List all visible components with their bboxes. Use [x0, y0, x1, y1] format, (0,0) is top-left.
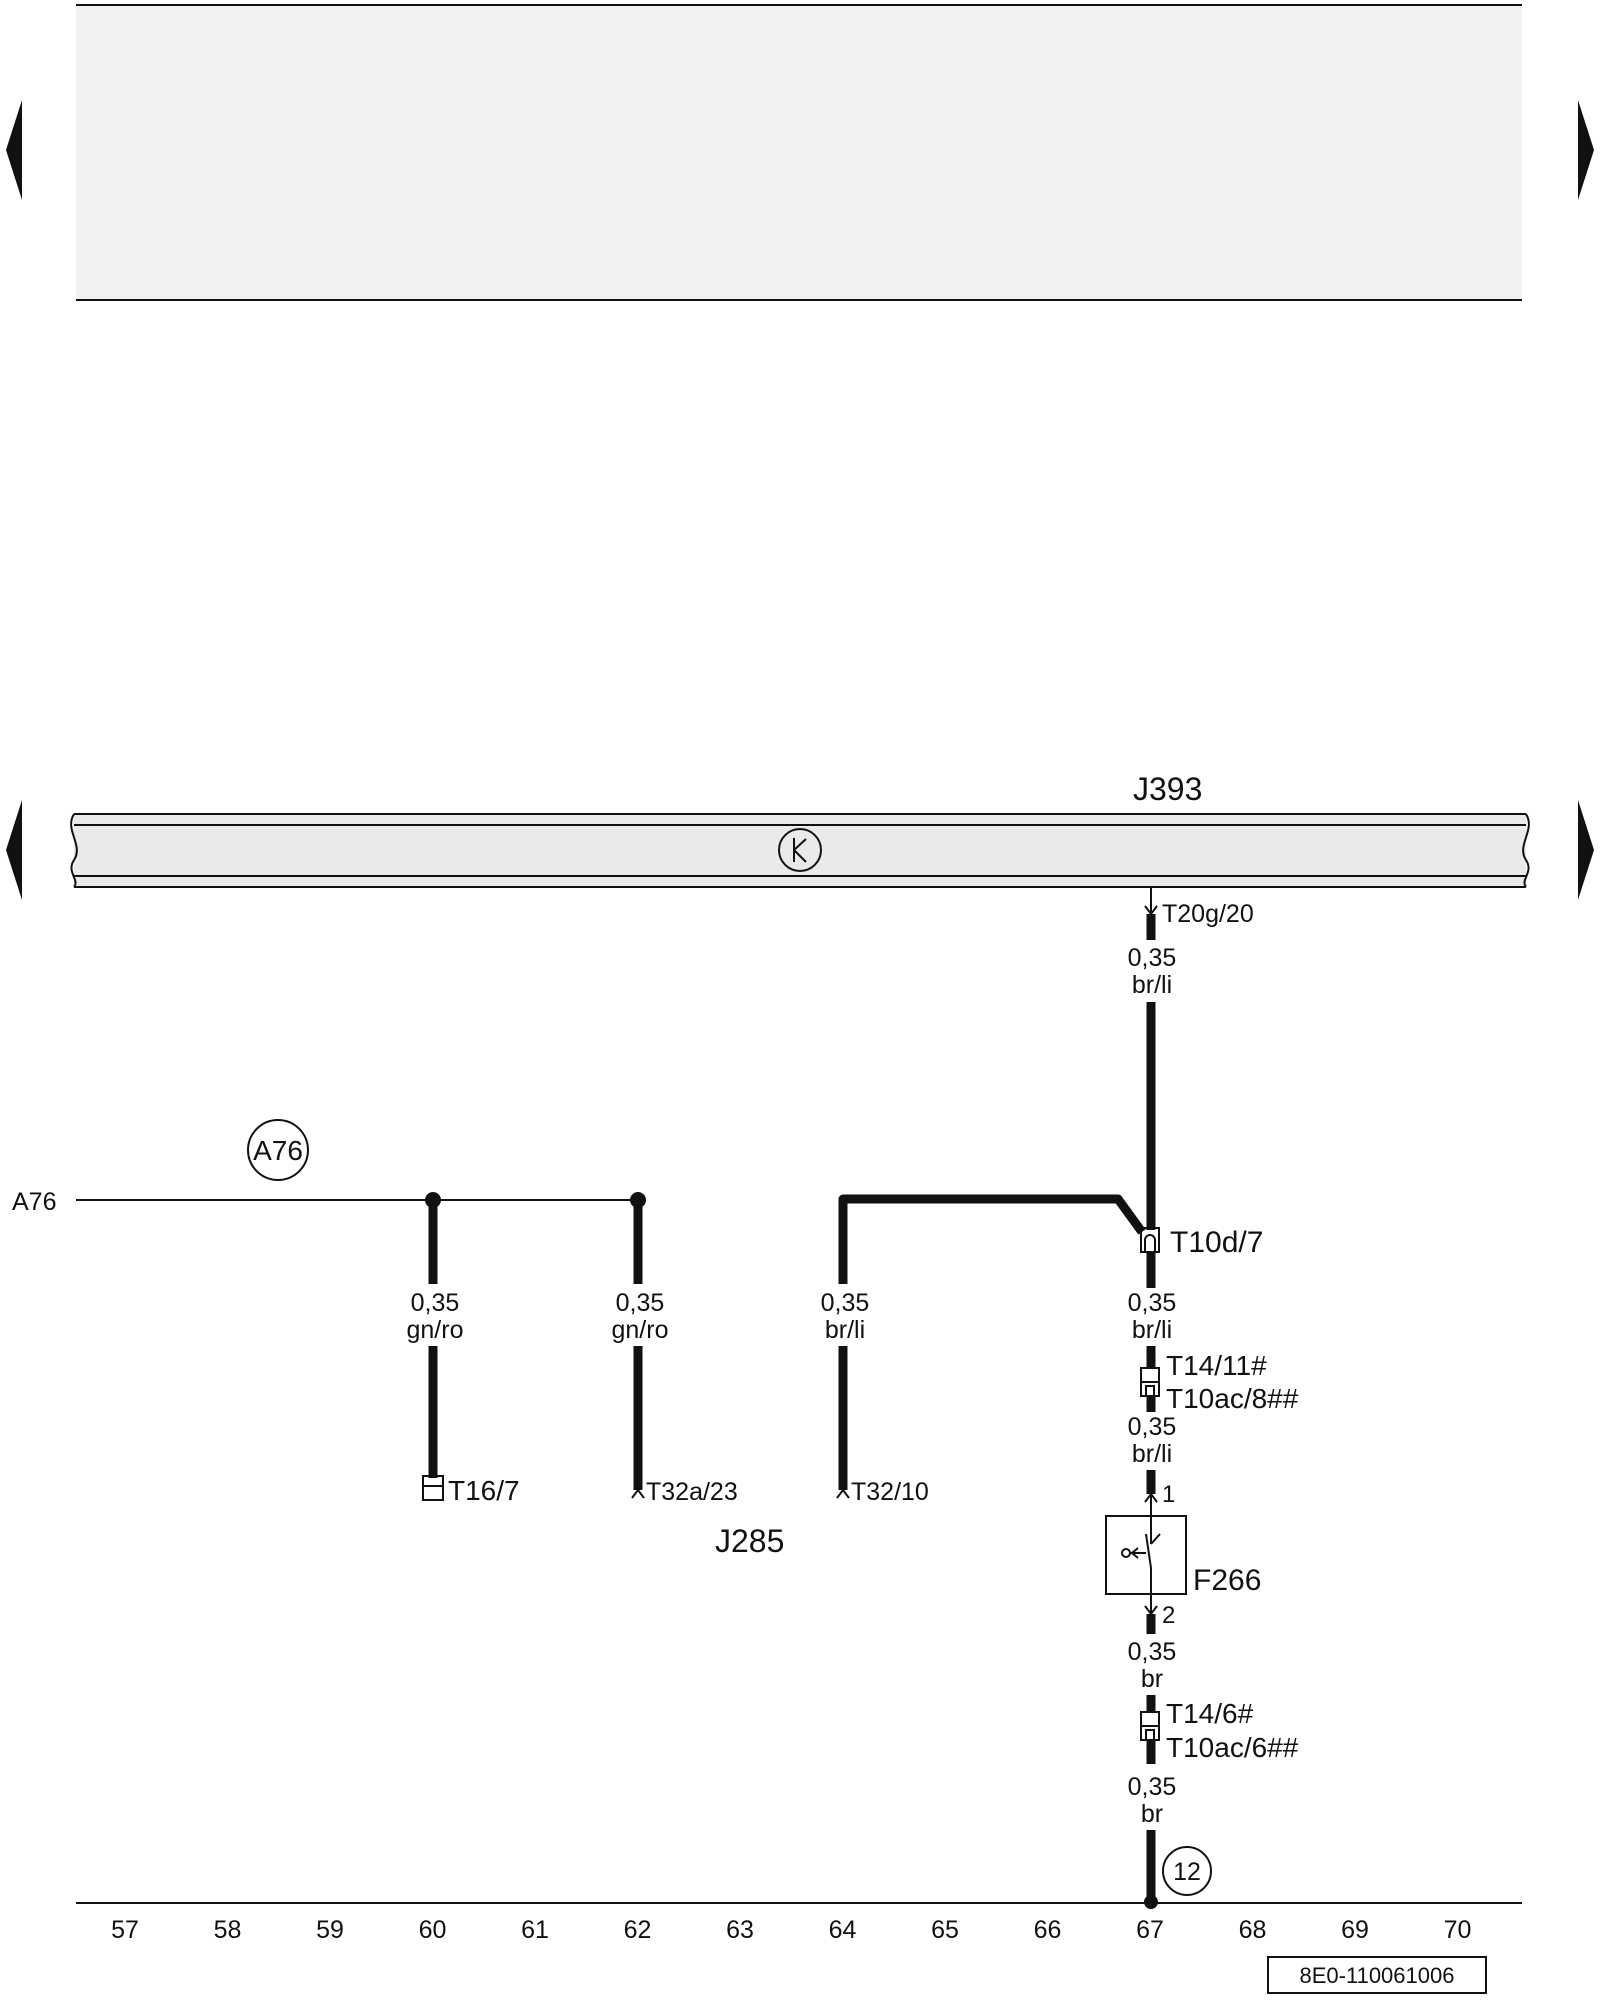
drawing-id-label: 8E0-110061006: [1300, 1963, 1455, 1988]
t14-6-label: T14/6#: [1166, 1698, 1254, 1729]
j285-label: J285: [715, 1523, 784, 1559]
wire-br-li-to-t32: [838, 1194, 1146, 1490]
t32-10-label: T32/10: [851, 1478, 929, 1506]
grid-number: 64: [829, 1916, 857, 1944]
ground-point-label: 12: [1173, 1858, 1201, 1886]
grid-number: 61: [521, 1916, 549, 1944]
bus-a76-circle-label: A76: [253, 1135, 303, 1166]
wire-size-label: 0,35: [1128, 944, 1177, 972]
wire-color-label: br/li: [825, 1316, 865, 1344]
t14-6-connector-icon: [1140, 1711, 1160, 1741]
ground-point-circle-icon: [1162, 1846, 1212, 1896]
wire-color-label: br: [1141, 1665, 1163, 1693]
grid-number: 63: [726, 1916, 754, 1944]
bus-a76-circle-text: A76: [253, 1135, 303, 1166]
t16-connector-icon: [422, 1475, 444, 1501]
grid-number: 62: [624, 1916, 652, 1944]
j393-label: J393: [1133, 771, 1202, 807]
grid-number: 57: [111, 1916, 139, 1944]
k-diagnosis-icon: [778, 828, 822, 872]
t10d-connector-icon: [1140, 1227, 1160, 1253]
wire-size-label: 0,35: [1128, 1289, 1177, 1317]
grid-number: 65: [931, 1916, 959, 1944]
t10ac-8-label: T10ac/8##: [1166, 1383, 1299, 1414]
wire-size-label: 0,35: [1128, 1413, 1177, 1441]
bus-a76-label: A76: [12, 1188, 56, 1216]
wire-size-label: 0,35: [821, 1289, 870, 1317]
grid-number: 70: [1444, 1916, 1472, 1944]
grid-number: 60: [419, 1916, 447, 1944]
wire-color-label: br/li: [1132, 1440, 1172, 1468]
f266-label-text: F266: [1193, 1564, 1261, 1597]
grid-number: 66: [1034, 1916, 1062, 1944]
wire-color-label: gn/ro: [612, 1316, 669, 1344]
grid-number: 59: [316, 1916, 344, 1944]
grid-number: 58: [214, 1916, 242, 1944]
wire-size-label: 0,35: [1128, 1773, 1177, 1801]
wire-size-label: 0,35: [616, 1289, 665, 1317]
prev-page-arrow-icon-bottom[interactable]: [6, 800, 22, 900]
control-unit-j393: [70, 813, 1530, 888]
t14-11-connector-icon: [1140, 1367, 1160, 1397]
j393-label-text: J393: [1133, 771, 1202, 807]
pin-1-label: 1: [1162, 1481, 1175, 1508]
t14-11-label: T14/11#: [1166, 1350, 1267, 1381]
j285-label-text: J285: [715, 1523, 784, 1559]
drawing-id-box: [1267, 1956, 1487, 1994]
grid-numbers: 57 58 59 60 61 62 63 64 65 66 67 68 69 70: [111, 1916, 1471, 1944]
next-page-arrow-icon-bottom[interactable]: [1578, 800, 1594, 900]
t32a-23-label: T32a/23: [646, 1478, 738, 1506]
wire-size-label: 0,35: [411, 1289, 460, 1317]
bus-a76-circle-icon: [247, 1119, 309, 1181]
wire-color-label: gn/ro: [407, 1316, 464, 1344]
grid-number: 68: [1239, 1916, 1267, 1944]
f266-label: F266: [1193, 1564, 1261, 1597]
t10ac-6-label: T10ac/6##: [1166, 1732, 1299, 1763]
next-page-arrow-icon-top[interactable]: [1578, 100, 1594, 200]
grid-number: 69: [1341, 1916, 1369, 1944]
pin-2-label: 2: [1162, 1602, 1175, 1629]
wire-color-label: br/li: [1132, 1316, 1172, 1344]
t32-pin-icon: [836, 1488, 850, 1499]
t10d-7-label: T10d/7: [1170, 1226, 1263, 1259]
top-panel: [76, 5, 1522, 300]
t20g-20-label: T20g/20: [1162, 900, 1254, 928]
wire-color-label: br: [1141, 1800, 1163, 1828]
wire-size-label: 0,35: [1128, 1638, 1177, 1666]
t16-7-label: T16/7: [448, 1475, 520, 1506]
wire-color-label: br/li: [1132, 971, 1172, 999]
prev-page-arrow-icon-top[interactable]: [6, 100, 22, 200]
grid-number: 67: [1136, 1916, 1164, 1944]
t32a-pin-icon: [631, 1488, 645, 1499]
switch-f266: [1105, 1515, 1187, 1595]
